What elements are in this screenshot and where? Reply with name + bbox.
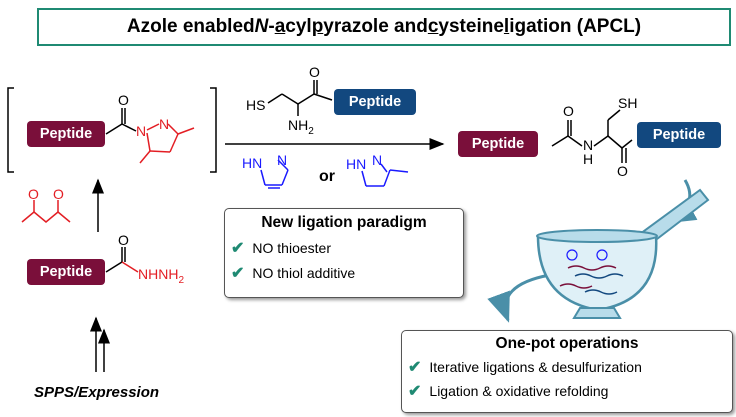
hydrazide-structure: [105, 247, 139, 273]
imidazole-n-label: N: [277, 152, 288, 168]
nhnh-text: NHNH: [138, 266, 179, 282]
title-a: a: [274, 16, 286, 37]
methylpyrazole-structure: [361, 163, 409, 187]
mortar-pestle-icon: [536, 188, 710, 319]
imidazole-hn-label: HN: [242, 155, 263, 171]
pyrazole-dash-label: N: [372, 152, 383, 168]
nhnh-sub: 2: [178, 274, 185, 286]
check-icon: ✔: [231, 265, 245, 282]
one-pot-item-text: Iterative ligations & desulfurization: [429, 359, 642, 375]
title-cyl: cyl: [285, 16, 312, 37]
peptide-block-product-c: Peptide: [637, 122, 721, 148]
check-icon: ✔: [408, 383, 422, 400]
left-bracket: [7, 87, 14, 173]
or-label: or: [319, 168, 335, 185]
peptide-block-acylpyrazole: Peptide: [27, 121, 105, 147]
title-c: c: [427, 16, 439, 37]
hydrazide-o-label: O: [118, 232, 129, 248]
one-pot-box: One-pot operations ✔ Iterative ligations…: [401, 330, 733, 413]
product-n-label: N: [583, 137, 594, 153]
list-item: ✔ Iterative ligations & desulfurization: [408, 357, 732, 377]
new-paradigm-heading: New ligation paradigm: [261, 214, 427, 231]
check-icon: ✔: [408, 359, 422, 376]
new-paradigm-box: New ligation paradigm ✔ NO thioester ✔ N…: [224, 208, 464, 298]
imidazole-structure: [260, 159, 289, 189]
pyrazole-n1-label: N: [136, 123, 147, 139]
nh2-sub: 2: [308, 125, 314, 137]
list-item: ✔ NO thioester: [231, 238, 463, 258]
product-sh-label: SH: [618, 95, 638, 111]
list-item: ✔ Ligation & oxidative refolding: [408, 381, 732, 401]
hydrazide-nhnh2-label: NHNH2: [138, 266, 184, 286]
title-n: N: [254, 16, 269, 37]
peptide-block-hydrazide: Peptide: [27, 259, 105, 285]
cysteine-reagent-structure: [267, 80, 333, 116]
source-label: SPPS/Expression: [34, 384, 160, 401]
cys-nh2-label: NH2: [288, 117, 314, 137]
one-pot-heading: One-pot operations: [495, 335, 639, 352]
right-bracket: [210, 87, 217, 173]
pyrazole-ring: [139, 123, 195, 164]
cys-o-label: O: [309, 64, 320, 80]
cys-hs-label: HS: [246, 97, 266, 113]
title-yrazole: yrazole and: [323, 16, 428, 37]
peptide-block-cysteine: Peptide: [334, 89, 416, 115]
acyl-pyrazole-structure: [105, 108, 137, 135]
acac-o1-label: O: [28, 186, 39, 202]
title-l: l: [503, 16, 510, 37]
list-item: ✔ NO thiol additive: [231, 263, 463, 283]
product-o1-label: O: [563, 103, 574, 119]
acyl-o-label: O: [118, 92, 129, 108]
title-ysteine: ysteine: [438, 16, 504, 37]
pyrazole-n2-label: N: [159, 116, 170, 132]
paradigm-item-text: NO thiol additive: [252, 265, 356, 281]
one-pot-item-text: Ligation & oxidative refolding: [429, 383, 609, 399]
title-dash: -: [268, 16, 275, 37]
title-p: p: [311, 16, 324, 37]
curved-arrow-icon: [487, 273, 551, 323]
paradigm-item-text: NO thioester: [252, 240, 331, 256]
acac-o2-label: O: [53, 186, 64, 202]
nh2-text: NH: [288, 117, 309, 133]
product-o2-label: O: [617, 163, 628, 179]
title-text: Azole enabled: [126, 16, 255, 37]
product-h-label: H: [583, 151, 594, 167]
check-icon: ✔: [231, 240, 245, 257]
acetylacetone-structure: [21, 200, 71, 223]
pyrazole-hn-label: HN: [346, 156, 367, 172]
title-tail: igation (APCL): [509, 16, 642, 37]
peptide-block-product-n: Peptide: [458, 131, 538, 157]
product-structure: [551, 109, 633, 163]
